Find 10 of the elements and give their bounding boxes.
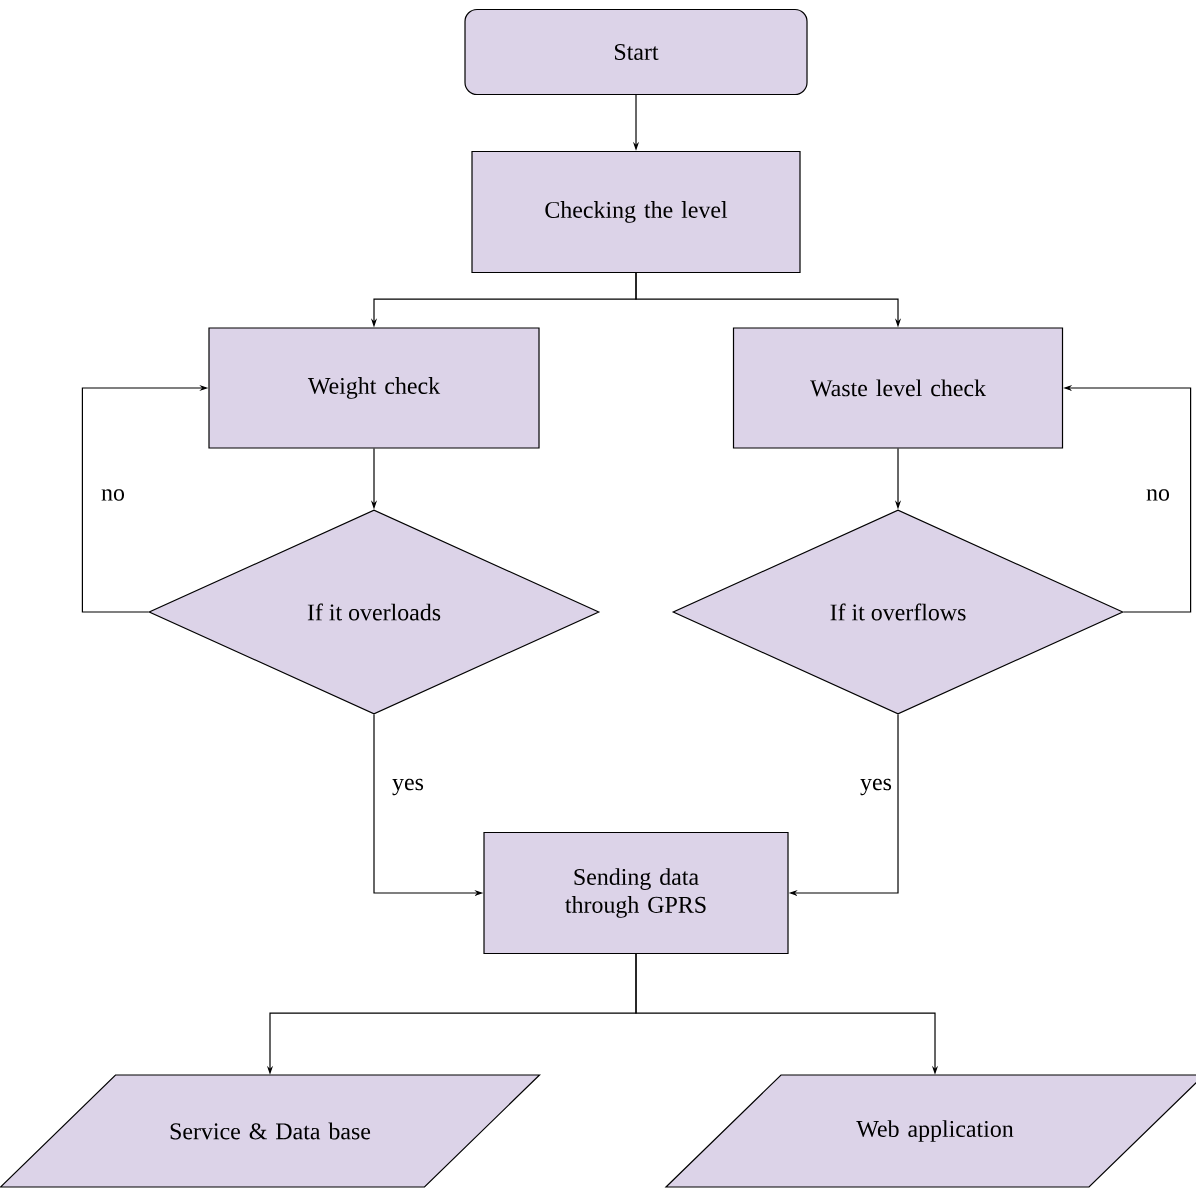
process-box: Sending data through GPRS <box>483 831 789 955</box>
start-terminal: Start <box>464 8 808 96</box>
edge-label: no <box>1145 488 1171 502</box>
edge-label: yes <box>391 777 425 797</box>
process-box: Checking the level <box>471 150 801 274</box>
edge-label: no <box>100 488 126 502</box>
process-box: Weight check <box>208 327 540 449</box>
edge-label: yes <box>859 777 893 797</box>
output-parallelogram: Service & Data base <box>0 1074 541 1188</box>
process-box: Waste level check <box>732 327 1064 449</box>
